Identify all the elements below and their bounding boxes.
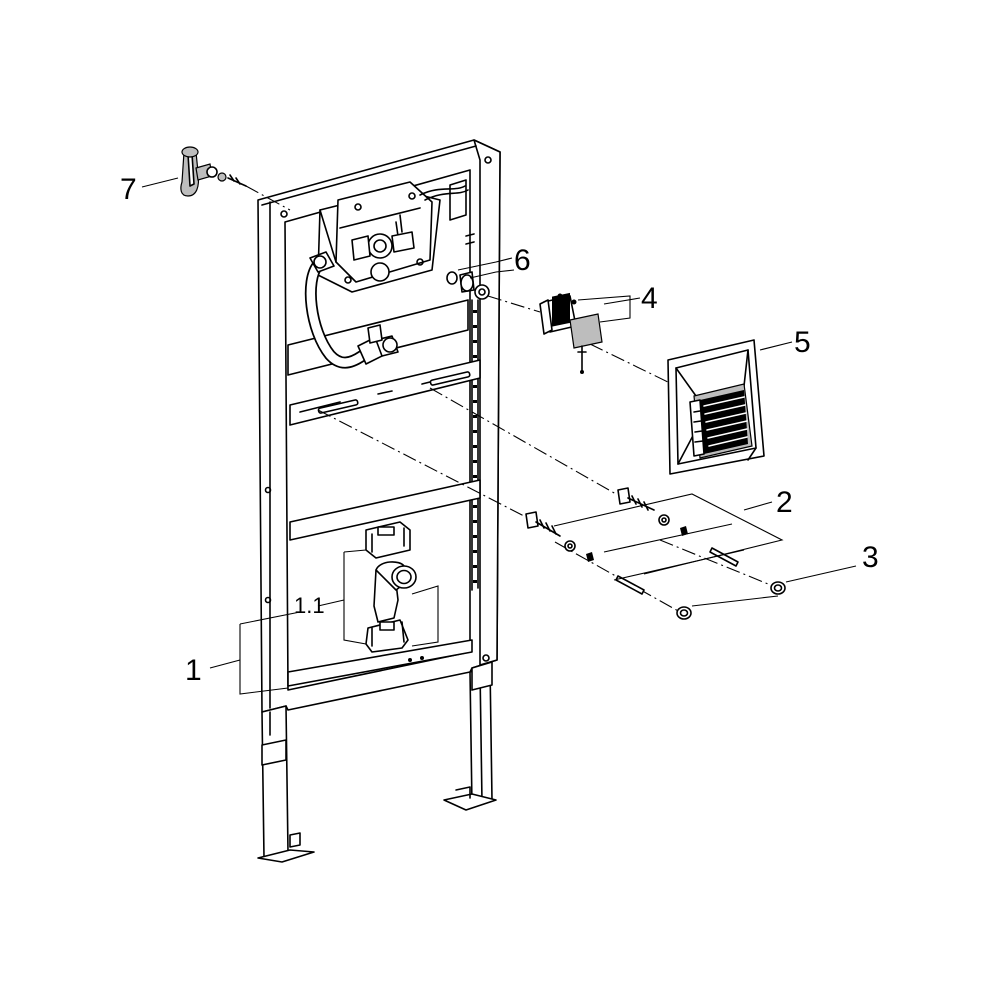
- callout-3: 3: [862, 541, 879, 574]
- callout-bracket-1-1: [317, 549, 439, 647]
- nut-parts: [446, 271, 490, 300]
- callout-7: 7: [120, 173, 137, 206]
- wall-bracket-part: [180, 146, 291, 211]
- callout-bracket-2: [553, 493, 784, 575]
- waste-elbow-assembly: [365, 521, 417, 653]
- callout-4: 4: [641, 282, 658, 315]
- callout-1-1: 1.1: [294, 593, 325, 618]
- callout-leader-2: [743, 501, 773, 511]
- callout-lines-4: [577, 295, 631, 323]
- assembly-center-lines: [317, 295, 779, 613]
- callout-lines-6: [457, 257, 515, 279]
- callout-leader-4: [603, 297, 641, 305]
- callout-bracket-1: [209, 611, 301, 695]
- callout-labels: 7 6 4 5 2 3 1.1 1: [120, 173, 879, 687]
- callout-lines-2: [603, 523, 745, 581]
- valve-box: [317, 181, 469, 293]
- cover-caps: [676, 581, 786, 620]
- callout-6: 6: [514, 244, 531, 277]
- fixing-bolts: [525, 487, 739, 595]
- callout-5: 5: [794, 326, 811, 359]
- callout-lines-3: [691, 565, 857, 607]
- callout-leader-7: [141, 177, 179, 188]
- callout-2: 2: [776, 486, 793, 519]
- callout-1: 1: [185, 654, 202, 687]
- flex-hose: [304, 251, 399, 369]
- callout-leader-5: [759, 341, 793, 351]
- electronic-module: [539, 292, 603, 374]
- flush-plate: [667, 339, 765, 475]
